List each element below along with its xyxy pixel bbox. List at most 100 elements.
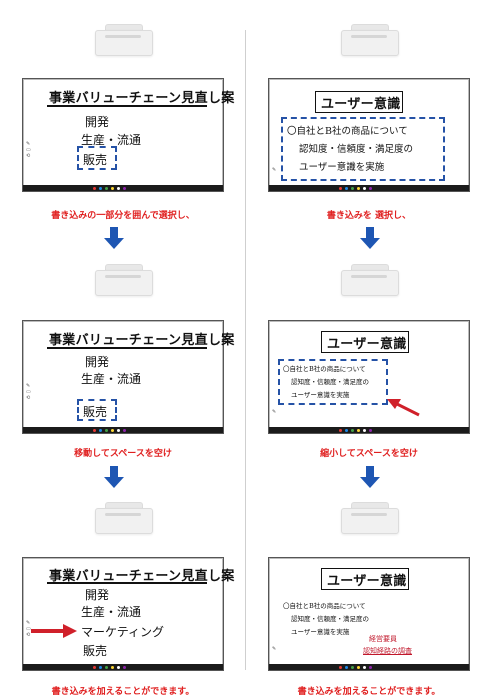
pen-color-swatch[interactable] bbox=[351, 429, 354, 432]
board-item: 販売 bbox=[83, 644, 108, 658]
board-screen: ユーザー意識 〇自社とB社の商品について 認知度・信頼度・満足度の ユーザー意識… bbox=[268, 557, 470, 671]
board-line: 〇自社とB社の商品について bbox=[283, 365, 366, 373]
left-column: 事業バリューチェーン見直し案 開発 生産・流通 販売 ✎▭⟲ 書き込みの一部分を… bbox=[22, 24, 235, 697]
taskbar bbox=[269, 664, 469, 670]
added-note: 経営要員 bbox=[369, 635, 397, 643]
pen-color-swatch[interactable] bbox=[111, 187, 114, 190]
board-item: マーケティング bbox=[81, 625, 165, 639]
down-arrow-icon bbox=[360, 227, 380, 249]
board-title: ユーザー意識 bbox=[327, 574, 407, 589]
pen-color-swatch[interactable] bbox=[111, 429, 114, 432]
pen-color-swatch[interactable] bbox=[339, 429, 342, 432]
side-toolbar[interactable]: ✎ bbox=[272, 409, 277, 415]
pen-color-swatch[interactable] bbox=[357, 666, 360, 669]
down-arrow-icon bbox=[360, 466, 380, 488]
board-line: 認知度・信頼度・満足度の bbox=[299, 144, 414, 155]
pen-color-swatch[interactable] bbox=[123, 429, 126, 432]
added-note: 認知経路の調査 bbox=[363, 647, 412, 655]
projector-icon bbox=[95, 502, 153, 534]
title-box bbox=[321, 568, 409, 590]
board-screen: ユーザー意識 〇自社とB社の商品について 認知度・信頼度・満足度の ユーザー意識… bbox=[268, 78, 470, 192]
side-toolbar[interactable]: ✎▭⟲ bbox=[26, 383, 31, 401]
right-column: ユーザー意識 〇自社とB社の商品について 認知度・信頼度・満足度の ユーザー意識… bbox=[246, 0, 492, 700]
projector-icon bbox=[341, 24, 399, 56]
pen-color-swatch[interactable] bbox=[369, 666, 372, 669]
selection-box[interactable] bbox=[77, 399, 117, 421]
pen-color-swatch[interactable] bbox=[117, 187, 120, 190]
board-line: 認知度・信頼度・満足度の bbox=[291, 378, 369, 386]
pen-color-swatch[interactable] bbox=[105, 666, 108, 669]
step-caption: 書き込みを加えることができます。 bbox=[297, 687, 441, 697]
pen-color-swatch[interactable] bbox=[363, 187, 366, 190]
taskbar bbox=[23, 664, 223, 670]
side-toolbar[interactable]: ✎ bbox=[272, 167, 277, 173]
pen-color-swatch[interactable] bbox=[93, 187, 96, 190]
pen-color-swatch[interactable] bbox=[99, 666, 102, 669]
pen-color-swatch[interactable] bbox=[123, 666, 126, 669]
board-item: 開発 bbox=[85, 115, 110, 129]
step-caption: 書き込みの一部分を囲んで選択し、 bbox=[51, 211, 195, 221]
projector-icon bbox=[95, 24, 153, 56]
projector-icon bbox=[341, 502, 399, 534]
board-item: 生産・流通 bbox=[81, 605, 142, 619]
title-box bbox=[321, 331, 409, 353]
pen-color-swatch[interactable] bbox=[363, 666, 366, 669]
step-caption: 移動してスペースを空け bbox=[74, 449, 172, 459]
pen-color-swatch[interactable] bbox=[345, 429, 348, 432]
pen-color-swatch[interactable] bbox=[93, 666, 96, 669]
pen-color-swatch[interactable] bbox=[351, 187, 354, 190]
side-toolbar[interactable]: ✎▭⟲ bbox=[26, 620, 31, 638]
board-screen: 事業バリューチェーン見直し案 開発 生産・流通 マーケティング 販売 ✎▭⟲ bbox=[22, 557, 234, 671]
pen-color-swatch[interactable] bbox=[345, 187, 348, 190]
board-item: 販売 bbox=[83, 153, 108, 167]
step-caption: 書き込みを加えることができます。 bbox=[51, 687, 195, 697]
board-title: 事業バリューチェーン見直し案 bbox=[49, 333, 235, 348]
pen-color-swatch[interactable] bbox=[123, 187, 126, 190]
board-line: ユーザー意識を実施 bbox=[291, 391, 350, 399]
selection-box[interactable] bbox=[281, 117, 445, 181]
board-screen: 事業バリューチェーン見直し案 開発 生産・流通 販売 ✎▭⟲ bbox=[22, 320, 234, 434]
board-line: 〇自社とB社の商品について bbox=[283, 602, 366, 610]
pen-color-swatch[interactable] bbox=[357, 187, 360, 190]
side-toolbar[interactable]: ✎ bbox=[272, 646, 277, 652]
down-arrow-icon bbox=[104, 466, 124, 488]
board-item: 販売 bbox=[83, 405, 108, 419]
board-line: 〇自社とB社の商品について bbox=[287, 126, 408, 137]
title-underline bbox=[47, 582, 207, 584]
board-title: ユーザー意識 bbox=[321, 97, 401, 112]
board-line: ユーザー意識を実施 bbox=[299, 162, 385, 173]
pen-color-swatch[interactable] bbox=[369, 429, 372, 432]
pen-color-swatch[interactable] bbox=[369, 187, 372, 190]
side-toolbar[interactable]: ✎▭⟲ bbox=[26, 141, 31, 159]
pen-color-swatch[interactable] bbox=[105, 429, 108, 432]
title-box bbox=[315, 91, 403, 113]
down-arrow-icon bbox=[104, 227, 124, 249]
pen-color-swatch[interactable] bbox=[111, 666, 114, 669]
pen-color-swatch[interactable] bbox=[117, 666, 120, 669]
pen-color-swatch[interactable] bbox=[105, 187, 108, 190]
pen-color-swatch[interactable] bbox=[93, 429, 96, 432]
selection-box[interactable] bbox=[278, 359, 388, 405]
board-item: 生産・流通 bbox=[81, 133, 142, 147]
pen-color-swatch[interactable] bbox=[99, 187, 102, 190]
board-line: ユーザー意識を実施 bbox=[291, 628, 350, 636]
board-item: 開発 bbox=[85, 355, 110, 369]
board-title: 事業バリューチェーン見直し案 bbox=[49, 569, 235, 584]
board-title: ユーザー意識 bbox=[327, 337, 407, 352]
pen-color-swatch[interactable] bbox=[117, 429, 120, 432]
pen-color-swatch[interactable] bbox=[351, 666, 354, 669]
pen-color-swatch[interactable] bbox=[357, 429, 360, 432]
pen-color-swatch[interactable] bbox=[363, 429, 366, 432]
pen-color-swatch[interactable] bbox=[99, 429, 102, 432]
step-caption: 書き込みを 選択し、 bbox=[326, 211, 412, 221]
taskbar bbox=[23, 427, 223, 433]
step-caption: 縮小してスペースを空け bbox=[320, 449, 418, 459]
pen-color-swatch[interactable] bbox=[339, 187, 342, 190]
taskbar bbox=[269, 185, 469, 191]
pen-color-swatch[interactable] bbox=[339, 666, 342, 669]
board-line: 認知度・信頼度・満足度の bbox=[291, 615, 369, 623]
pen-color-swatch[interactable] bbox=[345, 666, 348, 669]
board-item: 開発 bbox=[85, 588, 110, 602]
board-title: 事業バリューチェーン見直し案 bbox=[49, 91, 235, 106]
selection-box[interactable] bbox=[77, 146, 117, 170]
